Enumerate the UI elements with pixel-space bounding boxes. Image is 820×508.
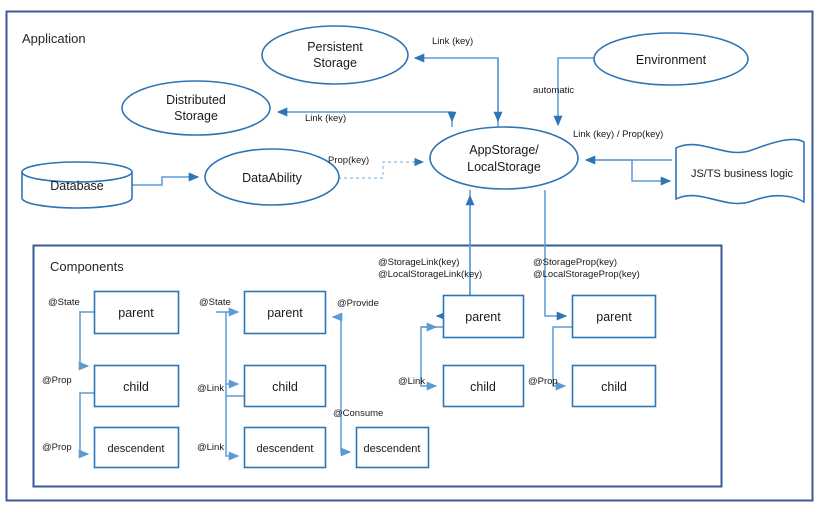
node-appstorage-label-line1: AppStorage/ bbox=[469, 143, 539, 157]
application-frame bbox=[5, 10, 814, 502]
edge-appstorage-to-persistent-storage bbox=[413, 53, 499, 127]
g4-child-label: child bbox=[601, 380, 627, 394]
g4-child-box bbox=[571, 364, 657, 408]
g4-prop-label: @Prop bbox=[528, 376, 558, 387]
edge-g2-trunk-link-child bbox=[225, 312, 240, 389]
g1-prop-descendent-label: @Prop bbox=[42, 442, 72, 453]
edge-environment-to-appstorage bbox=[553, 57, 594, 127]
edge-appstorage-to-business-logic bbox=[598, 159, 672, 186]
edge-g2-provide-to-parent bbox=[331, 312, 343, 440]
g2-child-label: child bbox=[272, 380, 298, 394]
g1-prop-child-label: @Prop bbox=[42, 375, 72, 386]
node-distributed-storage-label-line2: Storage bbox=[174, 109, 218, 123]
node-persistent-storage bbox=[261, 25, 409, 85]
node-appstorage-label-line2: LocalStorage bbox=[467, 160, 541, 174]
g1-parent-label: parent bbox=[118, 306, 154, 320]
node-database bbox=[21, 161, 133, 209]
node-database-label: Database bbox=[50, 179, 104, 193]
node-dataability bbox=[204, 148, 340, 206]
node-persistent-storage-label-line1: Persistent bbox=[307, 40, 363, 54]
g2-provide-label: @Provide bbox=[337, 298, 379, 309]
edge-label-prop-key-dataability: Prop(key) bbox=[328, 155, 369, 166]
g4-parent-label: parent bbox=[596, 310, 632, 324]
g1-child-box bbox=[93, 364, 180, 408]
node-environment-label: Environment bbox=[636, 53, 707, 67]
g2-consume-label: @Consume bbox=[333, 408, 383, 419]
g1-descendent-label: descendent bbox=[108, 443, 165, 455]
edge-label-storage-link: @StorageLink(key) bbox=[378, 257, 459, 268]
edge-label-automatic: automatic bbox=[533, 85, 574, 96]
node-dataability-label: DataAbility bbox=[242, 171, 302, 185]
g2-parent-box bbox=[243, 290, 327, 335]
g2-child-box bbox=[243, 364, 327, 408]
g3-child-box bbox=[442, 364, 525, 408]
edge-label-local-storage-link: @LocalStorageLink(key) bbox=[378, 269, 482, 280]
g2-link-descendent-label: @Link bbox=[197, 442, 224, 453]
node-environment bbox=[593, 32, 749, 86]
g2-parent-label: parent bbox=[267, 306, 303, 320]
g2-consume-descendent-label: descendent bbox=[364, 443, 421, 455]
components-frame bbox=[32, 244, 723, 488]
edge-label-local-storage-prop: @LocalStorageProp(key) bbox=[533, 269, 640, 280]
edge-label-link-key-persistent: Link (key) bbox=[432, 36, 473, 47]
edge-g2-consume-to-descendent bbox=[340, 440, 352, 457]
node-js-ts-business-logic bbox=[675, 138, 805, 205]
g3-child-label: child bbox=[470, 380, 496, 394]
node-js-ts-business-logic-label: JS/TS business logic bbox=[691, 168, 794, 180]
g1-state-label: @State bbox=[48, 297, 80, 308]
node-appstorage-localstorage bbox=[429, 126, 579, 190]
g2-consume-descendent-box bbox=[355, 426, 430, 469]
g3-parent-label: parent bbox=[465, 310, 501, 324]
edge-label-link-key-distributed: Link (key) bbox=[305, 113, 346, 124]
g1-child-label: child bbox=[123, 380, 149, 394]
g2-state-label: @State bbox=[199, 297, 231, 308]
g2-descendent-box bbox=[243, 426, 327, 469]
edge-appstorage-to-group4-parent bbox=[544, 190, 568, 321]
node-persistent-storage-label-line2: Storage bbox=[313, 56, 357, 70]
g3-link-label: @Link bbox=[398, 376, 425, 387]
g1-parent-box bbox=[93, 290, 180, 335]
g1-descendent-box bbox=[93, 426, 180, 469]
node-distributed-storage-label-line1: Distributed bbox=[166, 93, 226, 107]
edge-g2-trunk-link-descendent bbox=[225, 384, 240, 461]
edge-dataability-to-appstorage bbox=[338, 157, 425, 179]
edge-g4-parent-trunk bbox=[552, 326, 572, 391]
node-distributed-storage bbox=[121, 80, 271, 136]
g4-parent-box bbox=[571, 294, 657, 339]
edge-label-storage-prop: @StorageProp(key) bbox=[533, 257, 617, 268]
edge-label-link-prop-key-business: Link (key) / Prop(key) bbox=[573, 129, 663, 140]
components-frame-label: Components bbox=[50, 259, 124, 274]
g2-descendent-label: descendent bbox=[257, 443, 314, 455]
edge-database-to-dataability bbox=[132, 172, 200, 186]
application-frame-label: Application bbox=[22, 31, 86, 46]
g2-link-child-label: @Link bbox=[197, 383, 224, 394]
g3-parent-box bbox=[442, 294, 525, 339]
